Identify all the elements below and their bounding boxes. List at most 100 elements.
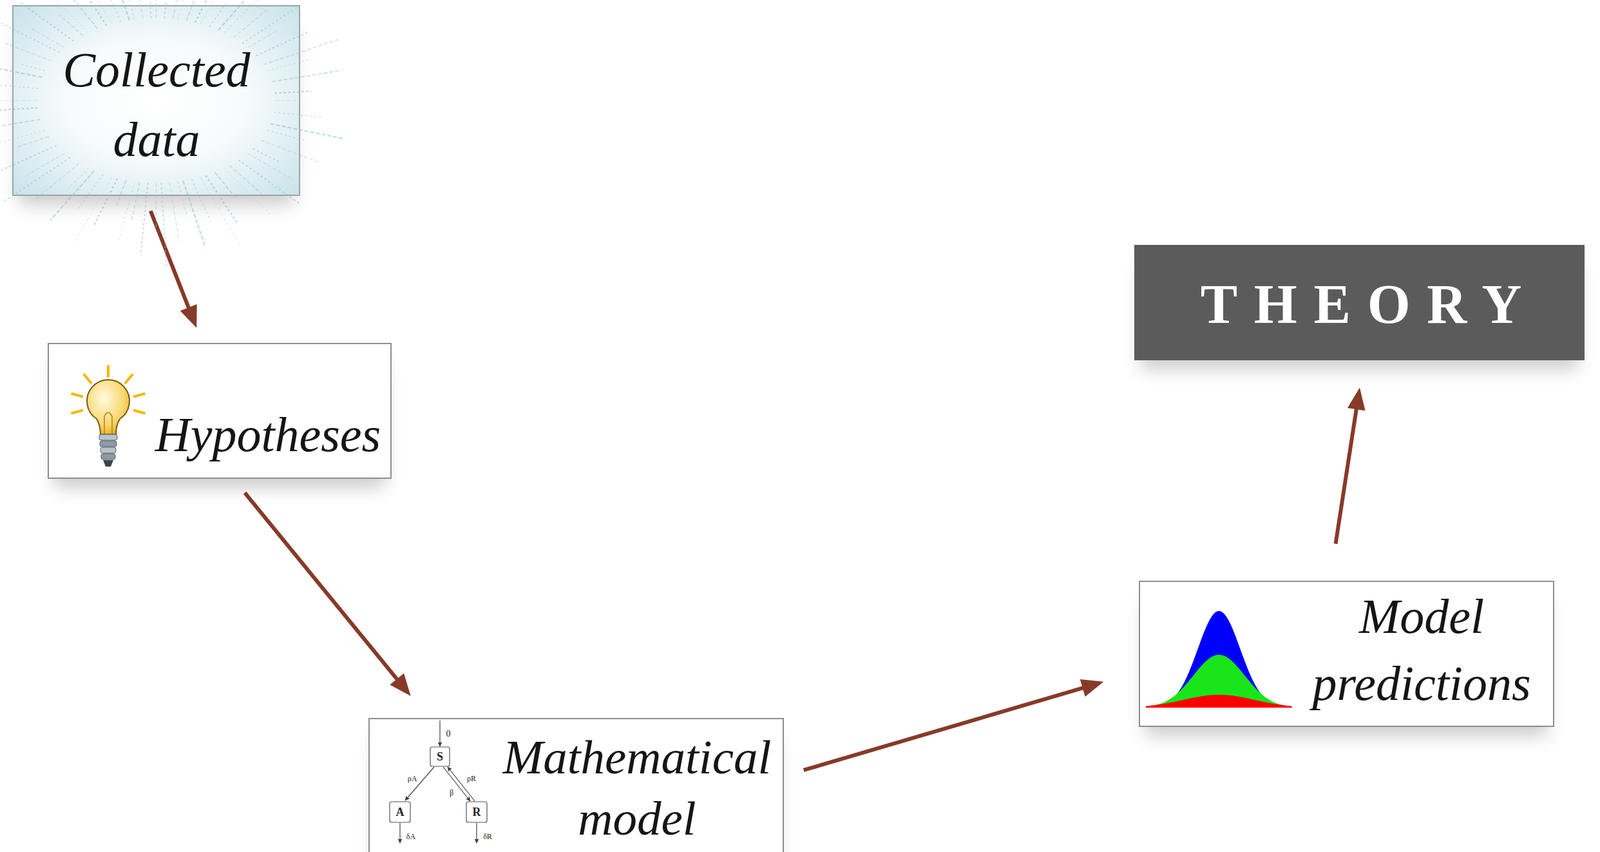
text-anchor: Hypotheses: [155, 405, 381, 464]
data-streak: [253, 148, 279, 162]
data-streak: [36, 163, 80, 199]
data-streak: [115, 180, 127, 207]
data-streak: [3, 157, 71, 202]
data-streak: [247, 30, 277, 48]
light-ray: [72, 393, 82, 397]
data-streak: [169, 182, 180, 241]
data-streak: [206, 175, 238, 223]
process-box: Hypotheses: [47, 342, 392, 479]
icon-label: A: [396, 805, 405, 818]
bulb-filament: [104, 412, 113, 435]
data-streak: [182, 180, 205, 247]
distribution-area: [1145, 694, 1293, 708]
data-streak: [256, 32, 309, 57]
data-streak: [74, 177, 113, 243]
flow-arrow: [150, 210, 198, 328]
label-anchor: δR: [483, 832, 493, 840]
data-streak: [0, 65, 42, 78]
rate-arrow: [399, 822, 400, 843]
rate-arrow: [476, 822, 477, 843]
data-streak: [191, 179, 211, 221]
data-streak: [0, 130, 46, 146]
arrow-shaft: [1335, 405, 1358, 544]
node-label: THEORY: [1183, 271, 1539, 337]
light-ray: [72, 410, 82, 413]
data-streak: [110, 0, 130, 20]
rate-arrow: [447, 766, 475, 801]
data-streak: [0, 107, 38, 111]
node-label: Collected data: [62, 34, 250, 174]
data-streak: [164, 0, 171, 19]
arrow-shaft: [803, 686, 1086, 770]
data-streak: [155, 182, 157, 232]
binary-background: [13, 6, 299, 195]
rate-arrow: [439, 720, 440, 746]
data-streak: [209, 1, 227, 27]
arrow-head: [180, 304, 198, 328]
icon-label: 0: [446, 729, 451, 739]
compartment-box: [466, 801, 487, 822]
data-streak: [118, 181, 135, 243]
data-streak: [233, 9, 268, 38]
light-ray: [134, 393, 145, 397]
data-streak: [0, 85, 39, 89]
light-ray: [134, 410, 145, 413]
label-anchor: δA: [406, 832, 416, 840]
data-streak: [242, 6, 299, 44]
distribution-area: [1145, 610, 1293, 708]
light-ray: [106, 365, 110, 377]
data-streak: [78, 174, 104, 209]
data-streak: [49, 0, 89, 33]
bulb-base: [101, 453, 116, 460]
arrow-head: [1347, 387, 1366, 411]
data-streak: [274, 112, 324, 118]
data-streak: [229, 165, 261, 194]
bulb-base: [99, 440, 117, 447]
data-streak: [106, 0, 122, 22]
data-streak: [224, 168, 272, 216]
data-streak: [81, 0, 107, 26]
label-anchor: 0: [446, 729, 451, 739]
text-anchor: THEORY: [1183, 271, 1539, 337]
text-anchor: Collected data: [62, 34, 250, 174]
data-streak: [272, 70, 343, 82]
node-label: Mathematical model: [503, 725, 772, 849]
data-streak: [47, 0, 98, 29]
distribution-area: [1145, 654, 1293, 708]
data-streak: [263, 38, 341, 65]
bulb-base: [99, 434, 118, 440]
bell-curve-icon: [1140, 581, 1302, 728]
data-streak: [247, 153, 294, 180]
flow-arrow: [244, 492, 411, 696]
data-streak: [0, 119, 40, 133]
model-diagram-icon: [369, 718, 499, 852]
arrow-shaft: [150, 210, 191, 311]
data-streak: [270, 123, 343, 139]
data-streak: [200, 177, 241, 247]
icon-label: β: [449, 788, 454, 797]
arrow-head: [389, 673, 411, 696]
data-streak: [146, 0, 152, 19]
data-streak: [161, 182, 167, 267]
text-anchor: Model predictions: [1312, 582, 1531, 717]
data-streak: [177, 181, 187, 216]
label-anchor: S: [436, 750, 444, 762]
light-ray: [125, 374, 133, 383]
data-streak: [28, 27, 65, 48]
data-streak: [238, 159, 302, 205]
data-streak: [66, 168, 89, 191]
data-streak: [0, 18, 60, 53]
data-streak: [155, 0, 157, 19]
data-streak: [25, 153, 66, 176]
data-streak: [113, 0, 135, 20]
arrow-head: [1080, 678, 1105, 697]
label-anchor: R: [472, 805, 482, 818]
data-streak: [20, 3, 74, 42]
icon-label: δR: [483, 832, 493, 840]
compartment-box: [389, 801, 411, 822]
process-box: Mathematical model0SρAρRβARδAδR: [368, 717, 784, 852]
data-streak: [260, 139, 321, 163]
bulb-glass: [86, 379, 130, 435]
